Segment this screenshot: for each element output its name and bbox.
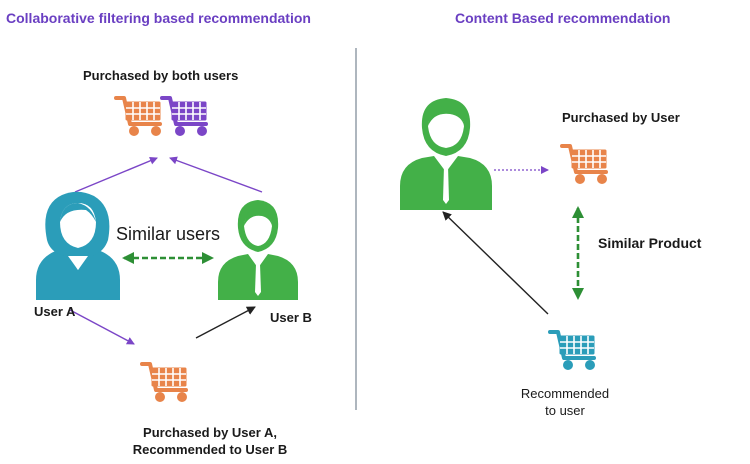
cart-icon-purple [160, 96, 209, 138]
recommended-label-line2: to user [545, 403, 585, 418]
cart-icon-purchased [560, 144, 609, 186]
left-section-title: Collaborative filtering based recommenda… [6, 10, 311, 26]
arrow-user-b-to-carts [169, 156, 263, 193]
recommended-label-line1: Recommended [520, 386, 610, 401]
male-user-icon [218, 200, 298, 300]
male-user-icon-right [400, 98, 492, 210]
arrow-cart-to-user-b [195, 306, 256, 339]
user-a-label: User A [34, 304, 76, 319]
bottom-label-line1: Purchased by User A, [143, 425, 277, 440]
similar-users-label: Similar users [116, 224, 221, 244]
arrow-user-a-to-cart [69, 309, 135, 345]
right-section-title: Content Based recommendation [455, 10, 671, 26]
similar-product-label: Similar Product [598, 235, 702, 251]
user-b-label: User B [270, 310, 312, 325]
cart-icon-recommended-a [140, 362, 189, 404]
cart-icon-recommended [548, 330, 597, 372]
bottom-label-line2: Recommended to User B [132, 442, 288, 457]
female-user-icon [36, 191, 120, 300]
purchased-by-both-label: Purchased by both users [83, 68, 239, 83]
arrow-recommended-to-user [442, 211, 549, 315]
arrow-user-a-to-carts [74, 156, 158, 193]
cart-icon-orange [114, 96, 163, 138]
purchased-by-user-label: Purchased by User [562, 110, 680, 125]
